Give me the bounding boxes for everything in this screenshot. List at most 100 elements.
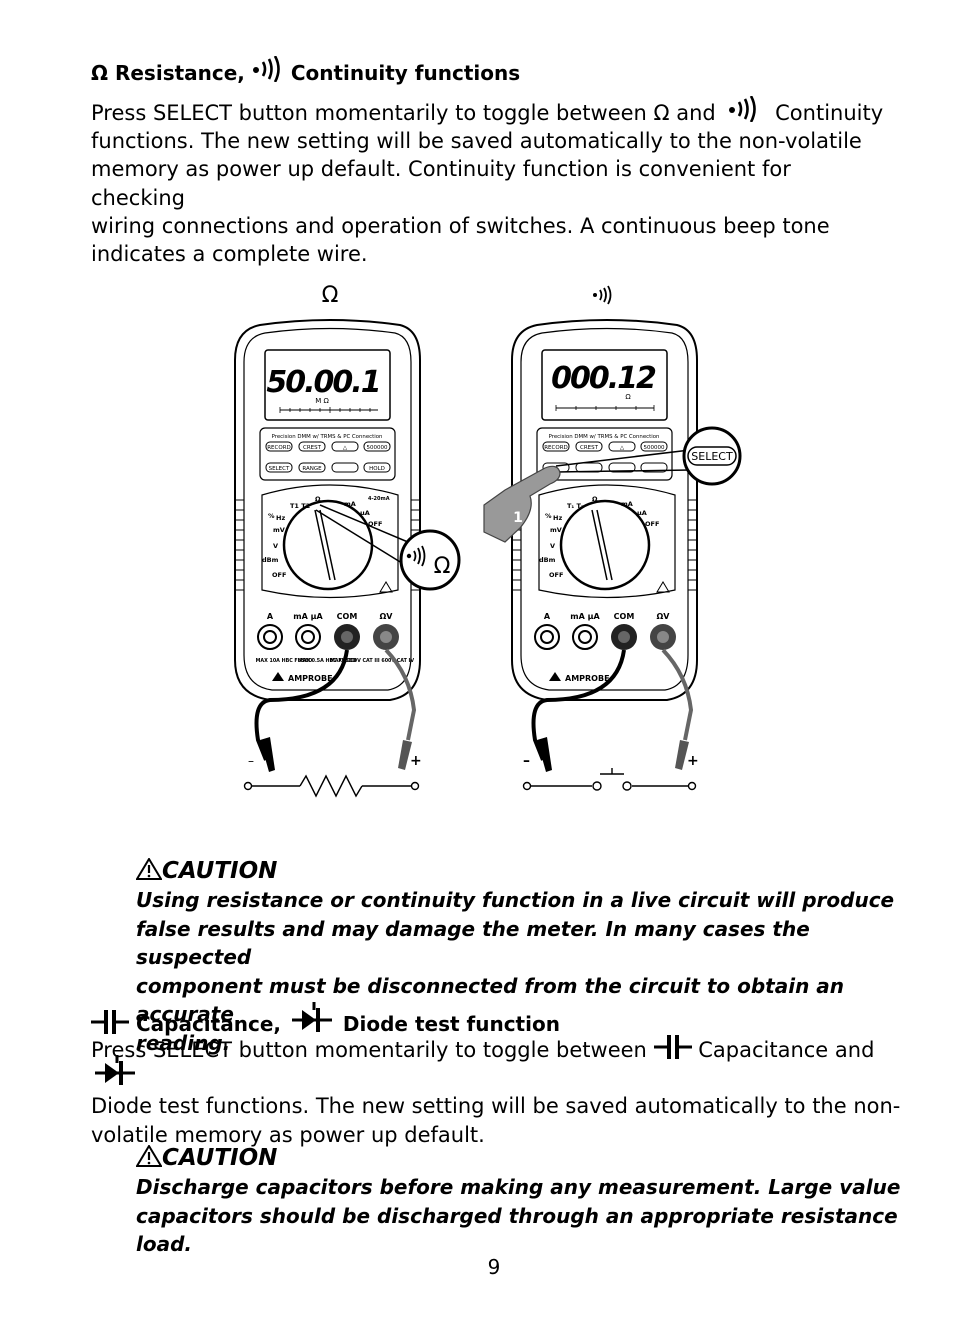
right-button-row1: RECORD CREST △ 500000	[542, 441, 668, 452]
svg-text:Hz: Hz	[276, 514, 285, 522]
svg-text:△: △	[620, 445, 625, 451]
left-callout-circle	[399, 529, 461, 591]
diode-heading-text: Diode test function	[342, 1012, 560, 1036]
svg-text:CREST: CREST	[580, 445, 599, 451]
capacitor-icon	[653, 1035, 692, 1059]
capacitance-heading-text: Capacitance,	[135, 1012, 281, 1036]
meter-figure: Ω 50.00.1 M Ω	[234, 283, 742, 798]
left-lcd-value: 50.00.1	[266, 365, 379, 400]
left-jack-note: MAX 10A HBC FUSED	[256, 658, 313, 664]
svg-text:Hz: Hz	[553, 514, 562, 522]
svg-text:A: A	[267, 612, 274, 621]
caution-block-2: CAUTION Discharge capacitors before maki…	[136, 1144, 916, 1259]
range-button-label: RANGE	[302, 466, 322, 472]
svg-text:mV: mV	[273, 526, 285, 534]
left-jack-note: MAX 0.5A HBC FUSED	[298, 658, 356, 664]
caution-line: Discharge capacitors before making any m…	[136, 1175, 901, 1199]
switch-circuit	[522, 768, 697, 791]
right-callout-label: SELECT	[691, 450, 733, 463]
paragraph-line: volatile memory as power up default.	[91, 1122, 485, 1147]
caution-block-1: CAUTION Using resistance or continuity f…	[136, 857, 896, 1057]
paragraph-text: Continuity	[775, 101, 884, 125]
pressing-finger	[483, 465, 561, 543]
svg-text:500000: 500000	[644, 445, 665, 451]
svg-text:μA: μA	[360, 509, 370, 517]
paragraph-line: indicates a complete wire.	[91, 242, 368, 267]
caution-line: false results and may damage the meter. …	[136, 916, 810, 970]
diode-icon	[291, 1001, 332, 1032]
right-multimeter: 000.12 Ω Precision DMM w/ TRMS & PC Conn…	[483, 319, 742, 791]
paragraph-line: Press SELECT button momentarily to toggl…	[91, 1035, 911, 1092]
section2: Capacitance, Diode test function Press S…	[91, 1001, 911, 1149]
warning-triangle-icon	[136, 1144, 162, 1167]
caution-line: component must be disconnected from the …	[136, 973, 845, 1027]
svg-text:COM: COM	[614, 612, 635, 621]
left-lcd-unit: M Ω	[315, 397, 329, 405]
crest-button-label: CREST	[303, 445, 322, 451]
right-probe-minus: –	[523, 753, 530, 769]
right-lcd-display	[541, 349, 668, 421]
svg-text:%: %	[545, 512, 552, 520]
resistance-heading-text: Ω Resistance,	[91, 61, 245, 85]
paragraph-line: wiring connections and operation of swit…	[91, 213, 830, 238]
svg-text:mA μA: mA μA	[293, 612, 323, 621]
svg-text:COM: COM	[337, 612, 358, 621]
svg-text:mA: mA	[621, 500, 633, 508]
svg-text:OFF: OFF	[272, 571, 286, 579]
svg-text:ΩV: ΩV	[657, 612, 671, 621]
caution-body: Discharge capacitors before making any m…	[136, 1173, 916, 1259]
caution-line: reading.	[136, 1030, 231, 1055]
paragraph-text: Press SELECT button momentarily to toggl…	[91, 1038, 647, 1062]
svg-text:V: V	[550, 542, 555, 550]
caution-body: Using resistance or continuity function …	[136, 886, 896, 1057]
counts-button-label: 500000	[367, 445, 388, 451]
left-button-row2: SELECT RANGE HOLD	[265, 462, 391, 473]
svg-text:dBm: dBm	[262, 556, 279, 564]
paragraph-line: Press SELECT button momentarily to toggl…	[91, 96, 891, 127]
left-probe-plus: +	[410, 753, 422, 769]
section-heading-capacitance-diode: Capacitance, Diode test function	[91, 1001, 911, 1036]
svg-text:RECORD: RECORD	[544, 445, 568, 451]
right-mode-continuity-icon	[593, 285, 612, 305]
right-probe-plus: +	[687, 753, 699, 769]
record-button-label: RECORD	[267, 445, 291, 451]
svg-text:V: V	[273, 542, 278, 550]
warning-triangle-icon	[136, 857, 162, 880]
caution-line: capacitors should be discharged through …	[136, 1203, 898, 1257]
right-black-probe	[537, 737, 552, 772]
finger-step-number: 1	[513, 510, 523, 526]
right-input-jacks	[534, 624, 676, 650]
svg-text:mA: mA	[344, 500, 356, 508]
left-input-jacks	[257, 624, 399, 650]
paragraph-line: Diode test functions. The new setting wi…	[91, 1094, 901, 1119]
paragraph-line: functions. The new setting will be saved…	[91, 129, 862, 154]
caution-title-text: CAUTION	[162, 1145, 278, 1171]
svg-text:Ω: Ω	[315, 495, 321, 503]
caution-title: CAUTION	[136, 1144, 916, 1171]
left-red-probe	[398, 740, 412, 770]
select-button-label: SELECT	[269, 466, 290, 472]
section1-paragraph: Press SELECT button momentarily to toggl…	[91, 96, 891, 268]
right-lcd-unit: Ω	[625, 393, 631, 401]
left-brand-logo: AMPROBE	[288, 674, 333, 683]
section2-paragraph: Press SELECT button momentarily to toggl…	[91, 1035, 911, 1149]
relative-button-label: △	[343, 445, 348, 451]
right-brand-line: Precision DMM w/ TRMS & PC Connection	[549, 434, 660, 440]
left-jack-labels: A mA μA COM ΩV	[267, 612, 393, 621]
svg-text:Ω: Ω	[592, 495, 598, 503]
left-black-probe	[260, 737, 275, 772]
right-brand-logo: AMPROBE	[565, 674, 610, 683]
left-probe-minus: –	[248, 754, 254, 768]
resistor-circuit	[243, 774, 420, 798]
svg-text:ΩV: ΩV	[380, 612, 394, 621]
left-mode-symbol: Ω	[322, 283, 339, 308]
right-red-probe	[675, 740, 689, 770]
svg-text:mA μA: mA μA	[570, 612, 600, 621]
svg-text:A: A	[544, 612, 551, 621]
right-lcd-value: 000.12	[551, 361, 656, 396]
paragraph-text: Capacitance and	[698, 1038, 875, 1062]
continuity-heading-text: Continuity functions	[290, 61, 521, 85]
paragraph-line: memory as power up default. Continuity f…	[91, 157, 791, 210]
svg-text:OFF: OFF	[645, 520, 659, 528]
left-dial-labels: T1 T2 Ω mA % Hz mV V dBm OFF μA OFF 4-20…	[262, 495, 390, 579]
